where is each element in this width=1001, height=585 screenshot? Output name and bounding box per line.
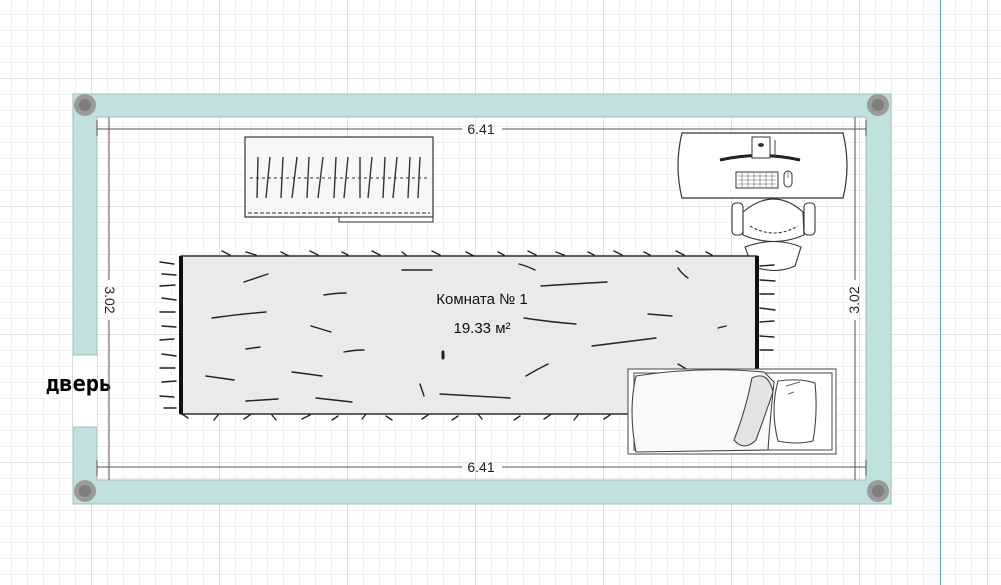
- mouse-icon: [783, 170, 793, 188]
- dimension-top: [96, 120, 867, 136]
- monitor-icon: [719, 136, 801, 162]
- corner-column-bottom-right[interactable]: [867, 480, 889, 502]
- room-name-label[interactable]: Комната № 1: [436, 291, 528, 308]
- room-area-label[interactable]: 19.33 м²: [453, 320, 510, 337]
- dimension-bottom-label: 6.41: [467, 459, 494, 475]
- bed[interactable]: [627, 368, 837, 455]
- corner-column-bottom-left[interactable]: [74, 480, 96, 502]
- keyboard-icon: [735, 171, 779, 189]
- door[interactable]: дверь: [46, 354, 112, 428]
- dimension-bottom: [96, 460, 867, 476]
- wardrobe[interactable]: [244, 136, 434, 223]
- desk[interactable]: [677, 132, 848, 199]
- door-label: дверь: [46, 372, 112, 397]
- corner-column-top-right[interactable]: [867, 94, 889, 116]
- dimension-top-label: 6.41: [467, 121, 494, 137]
- dimension-right-label: 3.02: [846, 286, 862, 313]
- dimension-left-label: 3.02: [102, 286, 118, 313]
- alignment-guide-line: [940, 0, 941, 585]
- corner-column-top-left[interactable]: [74, 94, 96, 116]
